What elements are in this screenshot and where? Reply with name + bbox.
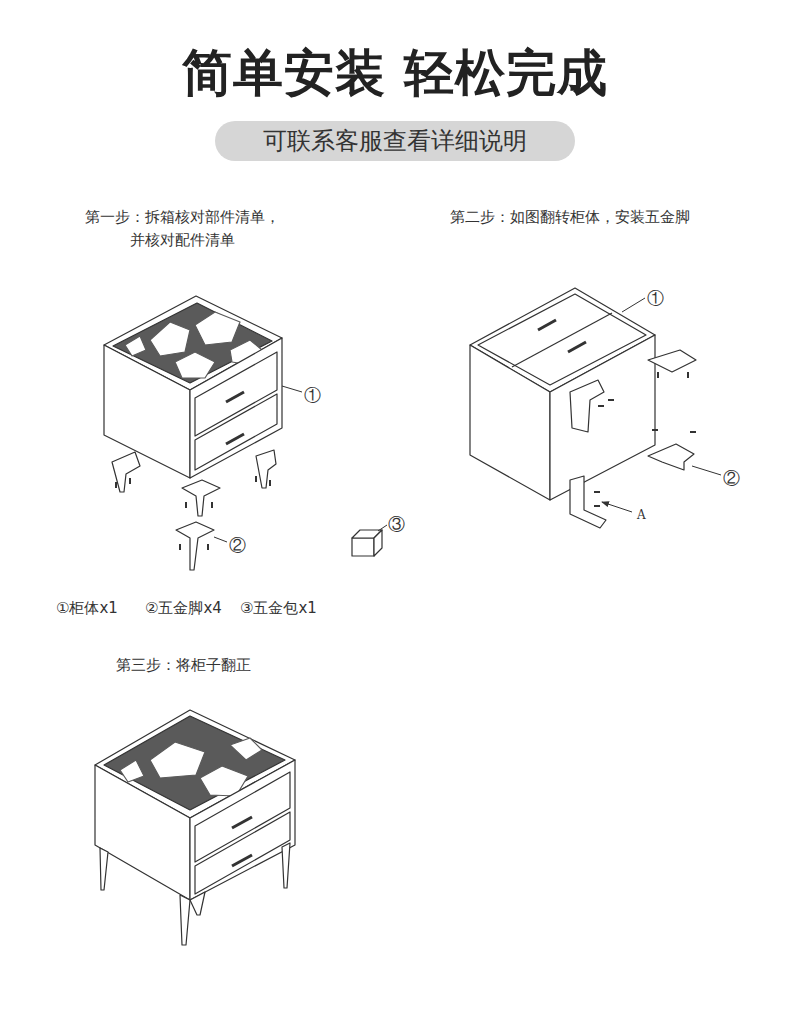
callout-number: ①	[304, 383, 321, 409]
callout-number: ①	[647, 286, 664, 312]
page-title: 简单安装 轻松完成	[0, 40, 790, 107]
step-text: 第二步：如图翻转柜体，安装五金脚	[450, 206, 690, 229]
callout-number: ②	[229, 533, 246, 559]
step-text: 第三步：将柜子翻正	[116, 654, 251, 677]
parts-list-item: ③五金包x1	[240, 597, 317, 620]
callout-letter: A	[637, 506, 646, 524]
step-text: 第一步：拆箱核对部件清单， 并核对配件清单	[80, 206, 284, 251]
callout-number: ②	[723, 466, 740, 492]
pill-text: 可联系客服查看详细说明	[263, 125, 527, 157]
parts-list-item: ①柜体x1	[56, 597, 118, 620]
pill-box: 可联系客服查看详细说明	[215, 121, 575, 161]
parts-list-item: ②五金脚x4	[145, 597, 222, 620]
callout-number: ③	[388, 512, 405, 538]
